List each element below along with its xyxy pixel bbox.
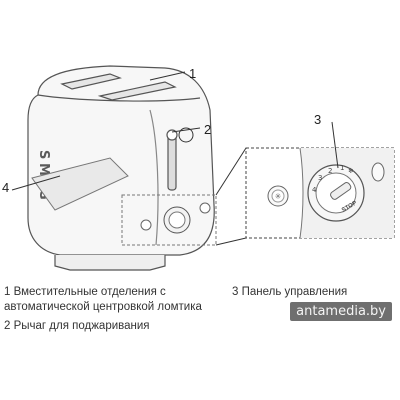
- legend-item-1: 1 Вместительные отделения с автоматическ…: [4, 286, 202, 313]
- dial-label-1: 1: [340, 164, 344, 172]
- callout-4: 4: [2, 180, 9, 195]
- crumb-tray: [31, 157, 129, 211]
- toaster-body: [27, 65, 215, 271]
- callout-1: 1: [189, 66, 196, 81]
- callout-2: 2: [204, 122, 211, 137]
- dial-label-4: 4: [312, 186, 317, 194]
- control-panel-detail: ✳ 1 2 3 4 ❄ STOP: [245, 147, 395, 239]
- cancel-icon: ✳: [275, 192, 282, 201]
- callout-3: 3: [314, 112, 321, 127]
- lever-highlight: [178, 127, 194, 143]
- dial-label-3: 3: [318, 174, 322, 182]
- brand-letter-m: M: [36, 163, 51, 176]
- toaster-control-panel: [121, 194, 217, 246]
- brand-letter-s: S: [36, 150, 51, 159]
- legend-item-3: 3 Панель управления: [232, 286, 348, 298]
- dial-label-2: 2: [328, 167, 332, 175]
- legend-item-2: 2 Рычаг для поджаривания: [4, 320, 150, 332]
- snowflake-icon: ❄: [348, 167, 354, 175]
- watermark: antamedia.by: [290, 302, 392, 321]
